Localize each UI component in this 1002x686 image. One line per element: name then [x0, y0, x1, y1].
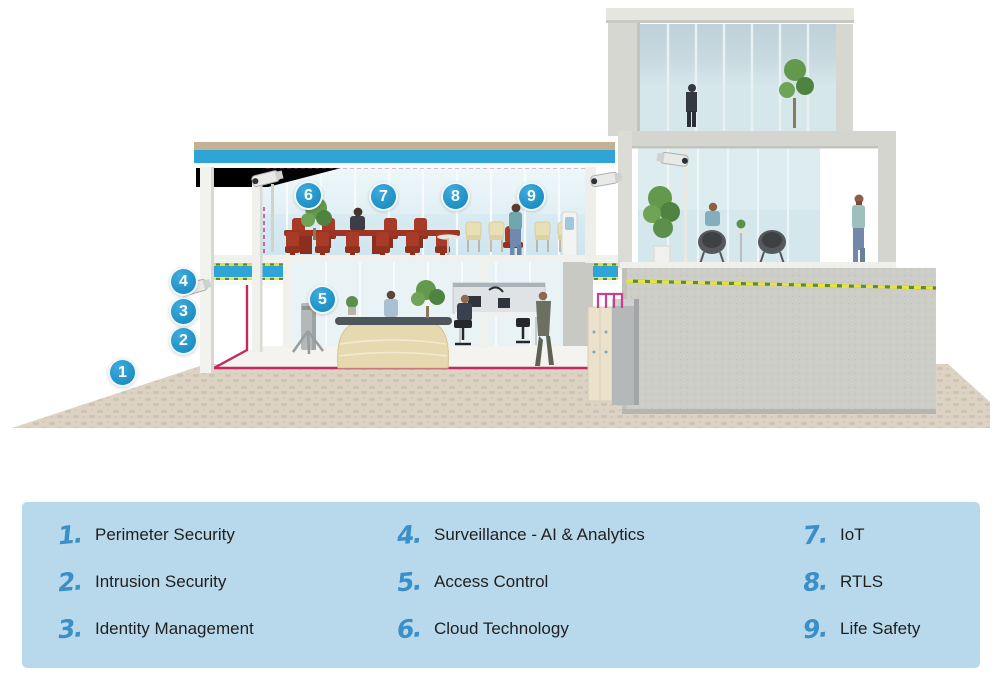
legend-item-number: 7. — [801, 519, 828, 551]
roof-slab — [194, 142, 615, 168]
legend-item-label: Access Control — [434, 571, 549, 591]
legend-item-label: Intrusion Security — [95, 571, 227, 591]
badge-3: 3 — [169, 297, 198, 326]
legend-item: 6. Cloud Technology — [395, 605, 645, 652]
walking-person-upper — [509, 203, 522, 258]
walking-person-lower — [535, 291, 554, 366]
turnstile — [291, 303, 325, 355]
water-cooler — [561, 211, 578, 259]
legend-item: 2. Intrusion Security — [56, 558, 254, 605]
legend-column-2: 4. Surveillance - AI & Analytics 5. Acce… — [395, 511, 645, 659]
badge-8: 8 — [441, 182, 470, 211]
right-tower — [606, 8, 937, 414]
badge-6: 6 — [294, 181, 323, 210]
tower-concrete-base — [622, 268, 937, 414]
receptionist — [386, 290, 396, 300]
legend-item-number: 1. — [56, 519, 83, 551]
plant-lobby — [411, 280, 445, 318]
legend-item-number: 8. — [801, 566, 828, 598]
legend-item-label: Identity Management — [95, 618, 254, 638]
safety-rope-yellow — [625, 279, 937, 290]
badge-9: 9 — [517, 182, 546, 211]
legend-item-number: 3. — [56, 613, 83, 645]
magenta-railing — [596, 292, 624, 308]
office-area — [452, 282, 554, 366]
badge-7: 7 — [369, 182, 398, 211]
legend-column-1: 1. Perimeter Security 2. Intrusion Secur… — [56, 511, 254, 659]
legend-item: 9. Life Safety — [801, 605, 921, 652]
legend-item: 5. Access Control — [395, 558, 645, 605]
legend-item-label: Life Safety — [840, 618, 921, 638]
seated-person — [353, 207, 363, 217]
plant-tower — [643, 186, 680, 264]
legend-item-number: 6. — [395, 613, 422, 645]
building-illustration: 1 2 3 4 5 6 7 8 9 — [12, 8, 990, 428]
columns — [200, 167, 596, 373]
legend-column-3: 7. IoT 8. RTLS 9. Life Safety — [801, 511, 921, 659]
main-building — [194, 142, 618, 373]
legend-item-label: Perimeter Security — [95, 524, 235, 544]
badge-4: 4 — [169, 267, 198, 296]
reception-area — [335, 280, 452, 369]
building-svg — [12, 8, 990, 428]
legend-item-label: Cloud Technology — [434, 618, 569, 638]
badge-1: 1 — [108, 358, 137, 387]
lockers — [587, 292, 639, 405]
badge-5: 5 — [308, 285, 337, 314]
legend-item: 3. Identity Management — [56, 605, 254, 652]
standing-person-tower — [852, 194, 865, 265]
badge-2: 2 — [169, 326, 198, 355]
legend-item-number: 9. — [801, 613, 828, 645]
legend-item-number: 5. — [395, 566, 422, 598]
legend-item-label: RTLS — [840, 571, 884, 591]
legend-item: 1. Perimeter Security — [56, 511, 254, 558]
legend-item-number: 4. — [395, 519, 422, 551]
legend-item-label: IoT — [840, 524, 865, 544]
tower-middle-block — [618, 131, 896, 270]
legend-panel: 1. Perimeter Security 2. Intrusion Secur… — [22, 502, 980, 668]
legend-item: 8. RTLS — [801, 558, 920, 605]
legend-item-number: 2. — [56, 566, 83, 598]
tower-top-block — [606, 8, 854, 136]
legend-item: 4. Surveillance - AI & Analytics — [395, 511, 645, 558]
legend-item-label: Surveillance - AI & Analytics — [434, 524, 645, 544]
legend-item: 7. IoT — [801, 511, 920, 558]
